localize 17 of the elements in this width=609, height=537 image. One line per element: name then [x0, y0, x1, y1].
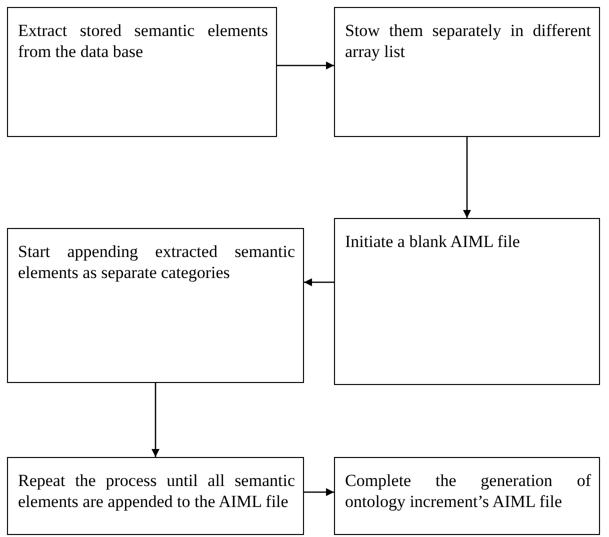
box-text: Complete the generation of ontology increment’s AIML file [345, 470, 591, 512]
process-box [334, 218, 600, 385]
box-text: Stow them separately in different array list [345, 20, 591, 62]
process-box [334, 7, 600, 137]
box-text: Initiate a blank AIML file [345, 231, 521, 252]
process-box [7, 7, 277, 137]
box-text: Extract stored semantic elements from the data base [18, 20, 268, 62]
box-text: Start appending extracted semantic elements as separate categories [18, 241, 295, 283]
process-box [7, 457, 304, 535]
arrow [463, 137, 471, 218]
box-text: Repeat the process until all semantic elements are appended to the AIML file [18, 470, 295, 512]
arrow [152, 383, 160, 457]
process-box [334, 457, 600, 535]
arrow [277, 62, 334, 70]
arrow [304, 488, 334, 496]
process-box [7, 228, 304, 383]
arrow [304, 278, 334, 286]
